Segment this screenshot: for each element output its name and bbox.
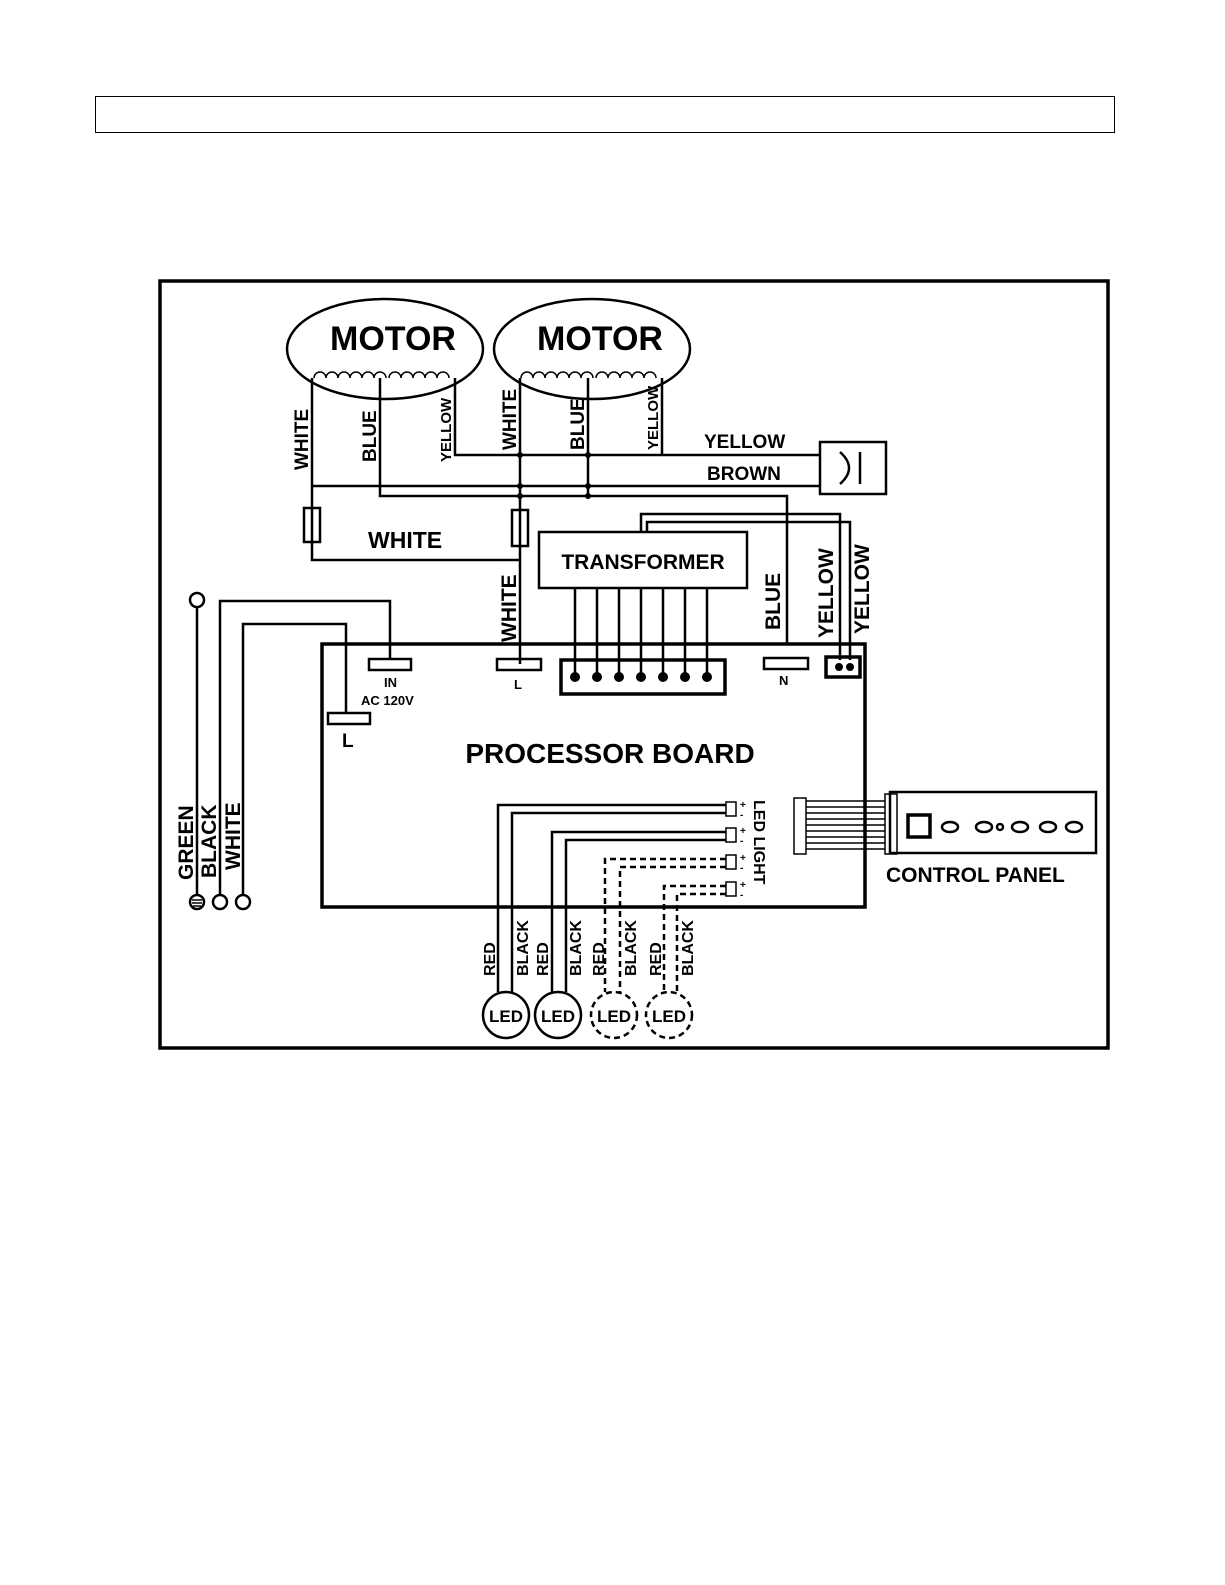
yellow-wire-label: YELLOW — [704, 432, 785, 453]
led-1-black-label: BLACK — [515, 920, 532, 976]
control-panel-power-key — [908, 815, 930, 837]
led-4-black-label: BLACK — [680, 920, 697, 976]
svg-text:-: - — [740, 863, 743, 874]
motor-1-coil-b — [389, 372, 449, 378]
motor-2-yellow-label: YELLOW — [645, 385, 662, 450]
led-1-red-label: RED — [482, 942, 499, 976]
motor-1-blue-label: BLUE — [360, 410, 381, 462]
control-panel-indicator — [997, 824, 1003, 830]
motor-2-white-label: WHITE — [500, 389, 521, 450]
black-wire-label: BLACK — [198, 805, 221, 879]
control-panel — [890, 792, 1096, 853]
motor-1-yellow-label: YELLOW — [438, 397, 455, 462]
green-wire-label: GREEN — [175, 805, 198, 880]
led-4-red-label: RED — [648, 942, 665, 976]
motor-1-wires — [312, 378, 820, 645]
led-light-label: LED LIGHT — [750, 800, 767, 885]
motor-1-white-label: WHITE — [292, 409, 313, 470]
led-connectors — [726, 802, 736, 896]
svg-text:-: - — [740, 810, 743, 821]
white-jumper-label: WHITE — [368, 527, 442, 553]
led-lamp-4-optional: LED — [646, 992, 692, 1038]
svg-text:-: - — [740, 890, 743, 901]
motor-1-label: MOTOR — [330, 320, 456, 358]
led-polarity-marks: + - + - + - + - — [740, 800, 746, 901]
led-lamp-3-optional: LED — [591, 992, 637, 1038]
board-blue-label: BLUE — [762, 573, 785, 630]
led-3-red-label: RED — [591, 942, 608, 976]
board-white-label: WHITE — [498, 574, 521, 642]
control-panel-key-4 — [1040, 822, 1056, 832]
terminal-in-label: IN — [384, 675, 397, 690]
motor-2-coil-b — [596, 372, 656, 378]
capacitor — [820, 442, 886, 494]
motor-2: MOTOR — [494, 299, 690, 399]
transformer-connector — [561, 660, 725, 694]
terminal-n-label: N — [779, 673, 788, 688]
motor-2-coil-a — [521, 372, 593, 378]
control-panel-label: CONTROL PANEL — [886, 864, 1065, 887]
terminal-in — [369, 659, 411, 670]
transformer-label: TRANSFORMER — [561, 551, 724, 574]
ac-voltage-label: AC 120V — [361, 693, 414, 708]
svg-text:-: - — [740, 836, 743, 847]
svg-text:LED: LED — [597, 1007, 631, 1026]
motor-2-label: MOTOR — [537, 320, 663, 358]
motor-2-blue-label: BLUE — [568, 398, 589, 450]
terminal-l-board-label: L — [514, 677, 522, 692]
junction-dots — [517, 452, 591, 499]
control-panel-key-3 — [1012, 822, 1028, 832]
svg-text:LED: LED — [489, 1007, 523, 1026]
terminal-n — [764, 658, 808, 669]
yellow-connector-pin-1 — [835, 663, 843, 671]
led-lamp-2: LED — [535, 992, 581, 1038]
processor-board-label: PROCESSOR BOARD — [465, 738, 754, 769]
svg-text:LED: LED — [652, 1007, 686, 1026]
brown-wire-label: BROWN — [707, 464, 781, 485]
motor-1-coil-a — [314, 372, 386, 378]
ribbon-cable — [794, 794, 897, 854]
yellow-connector-pin-2 — [846, 663, 854, 671]
led-2-red-label: RED — [535, 942, 552, 976]
svg-text:LED: LED — [541, 1007, 575, 1026]
led-3-black-label: BLACK — [623, 920, 640, 976]
terminal-l-input-label: L — [342, 731, 354, 752]
control-panel-key-1 — [942, 822, 958, 832]
led-2-black-label: BLACK — [568, 920, 585, 976]
white-input-wire-label: WHITE — [222, 802, 245, 870]
led-lamp-1: LED — [483, 992, 529, 1038]
terminal-l-input — [328, 713, 370, 724]
transformer-leads — [575, 588, 707, 677]
motor-1: MOTOR — [287, 299, 483, 399]
board-yellow-label-2: YELLOW — [851, 544, 874, 634]
control-panel-key-5 — [1066, 822, 1082, 832]
board-yellow-label-1: YELLOW — [815, 548, 838, 638]
control-panel-key-2 — [976, 822, 992, 832]
